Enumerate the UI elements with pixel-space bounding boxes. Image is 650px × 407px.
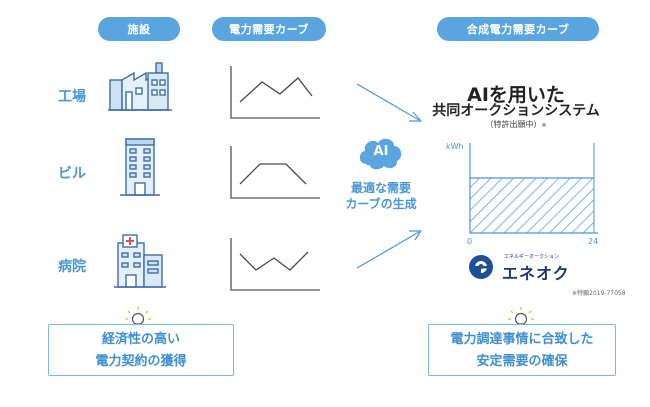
building-icon (120, 138, 160, 196)
chart-xtick-24: 24 (588, 237, 598, 246)
demand-curve-factory (230, 66, 320, 119)
benefit-right-line1: 電力調達事情に合致した (450, 332, 594, 347)
row-label-building: ビル (58, 166, 86, 182)
lightbulb-icon-left (125, 307, 151, 329)
ai-caption-line2: カーブの生成 (345, 197, 417, 211)
benefit-left-line2: 電力契約の獲得 (95, 354, 187, 369)
demand-curve-building (230, 146, 320, 199)
logo-name: エネオク (502, 264, 570, 283)
arrow-bottom (356, 230, 423, 269)
chart-xtick-0: 0 (467, 237, 472, 246)
benefit-box-right: 電力調達事情に合致した 安定需要の確保 (428, 324, 616, 376)
arrow-top (356, 83, 423, 122)
system-title-line2: 共同オークションシステム (432, 103, 600, 119)
row-label-factory: 工場 (58, 89, 86, 105)
benefit-left-line1: 経済性の高い (101, 332, 180, 347)
eneoku-logo: エネルギーオークション エネオク (468, 253, 598, 283)
patent-number: ※特願2019-77058 (572, 290, 626, 297)
note-mark: ※ (541, 122, 547, 129)
chart-area (470, 178, 594, 233)
patent-pending-note: （特許出願中）※ (485, 120, 547, 129)
demand-curve-hospital (230, 238, 320, 291)
row-label-hospital: 病院 (58, 259, 86, 275)
chart-ylabel: kWh (446, 142, 464, 151)
combined-curve-chart: kWh 0 24 (446, 142, 598, 246)
header-combined-curve: 合成電力需要カーブ (437, 17, 599, 41)
logo-subtitle: エネルギーオークション (504, 254, 560, 260)
benefit-box-left: 経済性の高い 電力契約の獲得 (48, 324, 234, 376)
header-facility: 施設 (98, 17, 180, 41)
ai-brain-icon: AI (356, 134, 406, 174)
ai-badge-label: AI (373, 144, 389, 159)
system-title-line1: AIを用いた (467, 84, 565, 106)
eneoku-logo-icon (469, 255, 493, 279)
ai-caption-line1: 最適な需要 (350, 181, 411, 195)
header-demand-curve: 電力需要カーブ (212, 17, 326, 41)
benefit-right-line2: 安定需要の確保 (476, 354, 568, 369)
hospital-icon (114, 234, 166, 288)
factory-icon (108, 62, 172, 111)
ai-caption: 最適な需要 カーブの生成 (331, 180, 431, 212)
